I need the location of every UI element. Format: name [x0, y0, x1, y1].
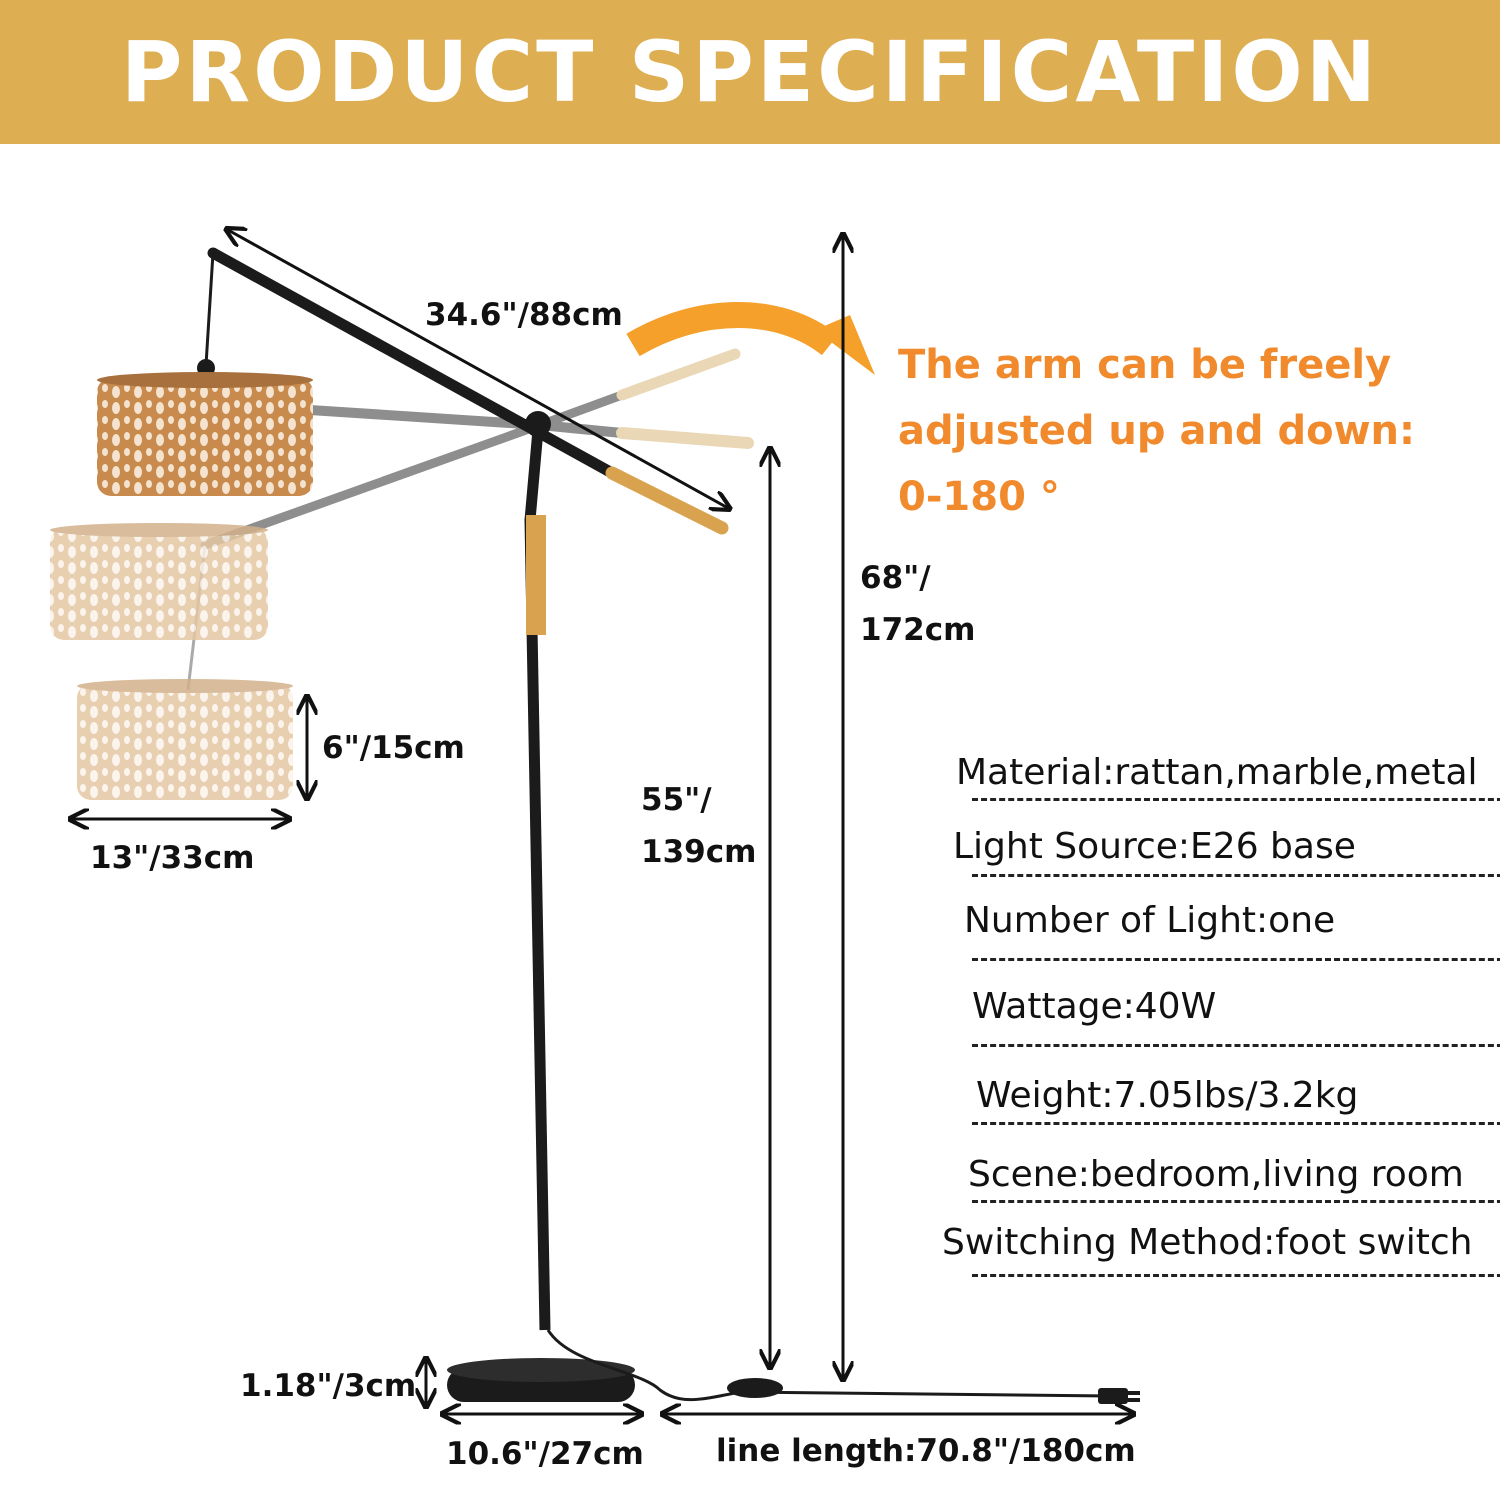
spec-weight: Weight:7.05lbs/3.2kg [976, 1075, 1359, 1116]
label-total-height-1: 68"/ [860, 560, 931, 596]
arm-note-line-2: adjusted up and down: [898, 408, 1416, 454]
rotation-arrow-icon [626, 302, 875, 375]
lamp-base [447, 1358, 635, 1402]
label-pole-height-1: 55"/ [641, 782, 712, 818]
shade-dark [97, 372, 313, 496]
spec-switching-method: Switching Method:foot switch [942, 1222, 1473, 1263]
hanging-cord [204, 252, 215, 366]
dimension-arrow-arm [228, 230, 728, 508]
spec-light-source: Light Source:E26 base [953, 826, 1356, 867]
header-banner: PRODUCT SPECIFICATION [0, 0, 1500, 144]
spec-divider [972, 1044, 1500, 1047]
page-title: PRODUCT SPECIFICATION [120, 23, 1380, 121]
label-shade-height: 6"/15cm [322, 730, 465, 766]
spec-divider [972, 1274, 1500, 1277]
label-line-length: line length:70.8"/180cm [716, 1433, 1136, 1469]
label-total-height-2: 172cm [860, 612, 976, 648]
spec-divider [972, 874, 1500, 877]
spec-divider [972, 1200, 1500, 1203]
arm-note-line-1: The arm can be freely [898, 342, 1392, 388]
arm-adjust-note: The arm can be freely adjusted up and do… [898, 332, 1458, 530]
spec-wattage: Wattage:40W [972, 986, 1217, 1027]
spec-scene: Scene:bedroom,living room [968, 1154, 1464, 1195]
label-pole-height-2: 139cm [641, 834, 757, 870]
foot-switch [727, 1378, 783, 1398]
label-shade-diameter: 13"/33cm [90, 840, 255, 876]
shade-light-middle [50, 523, 268, 640]
label-arm-length: 34.6"/88cm [425, 297, 623, 333]
spec-divider [972, 1122, 1500, 1125]
spec-material: Material:rattan,marble,metal [956, 752, 1478, 793]
power-cord [546, 1329, 1111, 1402]
plug [1098, 1388, 1128, 1404]
arm-note-line-3: 0-180 ° [898, 474, 1060, 520]
label-base-diameter: 10.6"/27cm [446, 1436, 644, 1472]
label-base-height: 1.18"/3cm [240, 1368, 417, 1404]
spec-number-of-light: Number of Light:one [964, 900, 1336, 941]
spec-divider [972, 798, 1500, 801]
pole-wood-sleeve [526, 515, 546, 635]
shade-light-bottom [77, 679, 293, 800]
spec-divider [972, 958, 1500, 961]
